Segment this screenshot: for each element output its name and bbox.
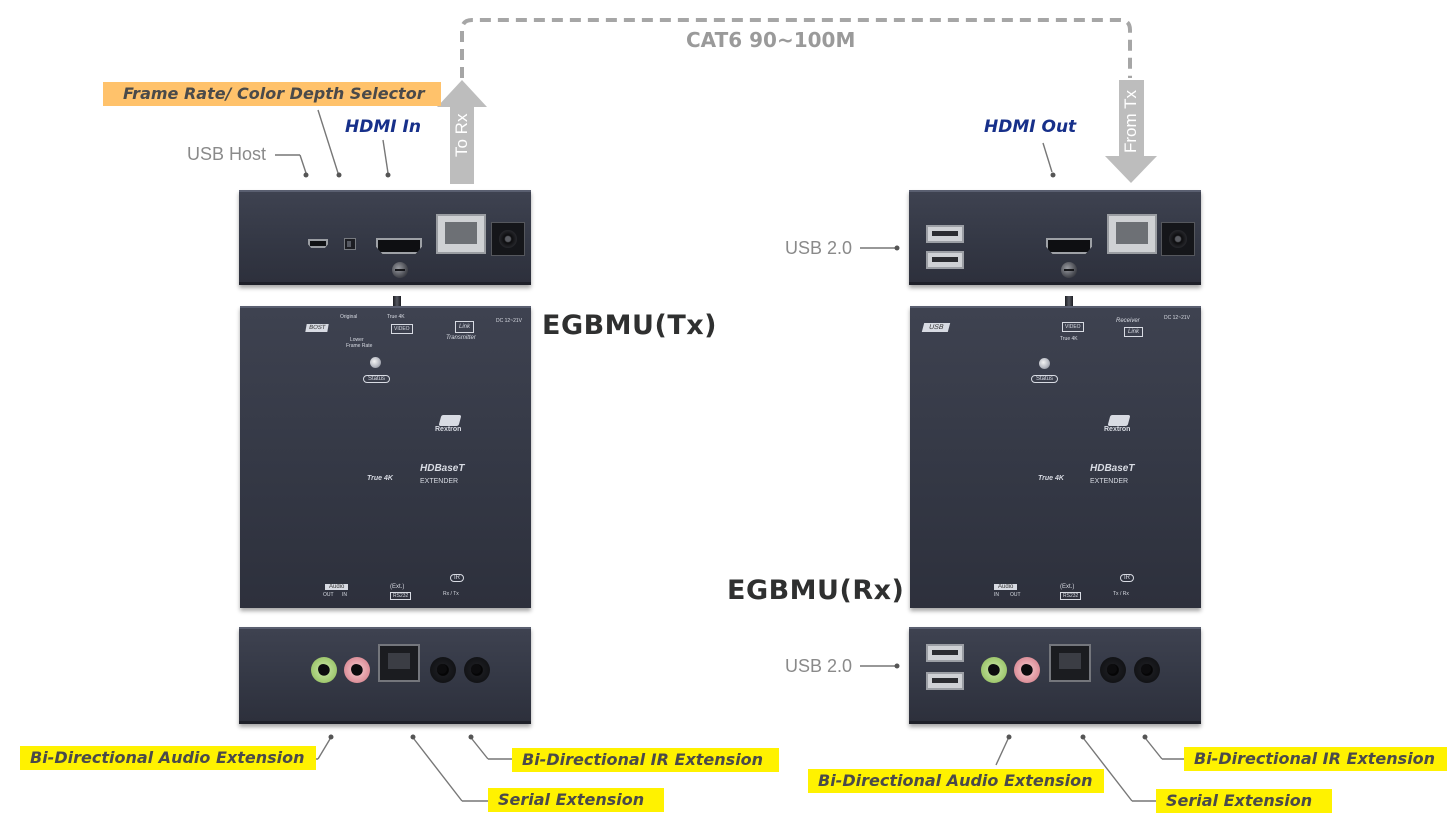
tx-screw-top	[392, 262, 408, 278]
tx-silk-in: IN	[342, 592, 347, 598]
rx-ir-extension-label: Bi-Directional IR Extension	[1184, 747, 1448, 771]
rx-usb-bottom-label: USB 2.0	[785, 656, 853, 676]
tx-dc-jack	[491, 222, 525, 256]
tx-silk-frame-rate: Frame Rate	[346, 343, 373, 349]
tx-silk-ir: IR	[450, 574, 464, 582]
tx-silk-out: OUT	[323, 592, 334, 598]
tx-silk-true4k-logo: True 4K	[367, 475, 393, 482]
rx-status-led	[1039, 358, 1050, 369]
tx-hdmi-in-port	[376, 238, 422, 254]
rx-audio-in-jack	[981, 657, 1007, 683]
rx-silk-in: IN	[994, 592, 999, 598]
tx-silk-transmitter: Transmitter	[446, 335, 476, 341]
tx-silk-lower: Lower	[350, 337, 364, 343]
rx-screw-top	[1061, 262, 1077, 278]
tx-silk-hdbaset: HDBaseT	[420, 463, 465, 474]
rx-silk-ext: (Ext.)	[1060, 584, 1075, 590]
tx-ir-jack-2	[464, 657, 490, 683]
rx-serial-extension-label: Serial Extension	[1156, 789, 1333, 813]
tx-silk-audio: Audio	[325, 584, 349, 590]
rx-silk-audio: Audio	[994, 584, 1018, 590]
tx-top-panel	[239, 190, 531, 285]
rx-silk-brand: Rextron	[1104, 426, 1131, 433]
from-tx-label: From Tx	[1121, 90, 1140, 153]
rx-dc-jack	[1161, 222, 1195, 256]
rx-silk-status: Status	[1031, 375, 1059, 383]
rx-silk-true4k: True 4K	[1060, 336, 1078, 342]
rx-body-panel: USB VIDEO True 4K Receiver Link DC 12~21…	[910, 306, 1201, 608]
rx-silk-usb: USB	[921, 323, 951, 332]
tx-silk-original: Original	[340, 314, 358, 320]
tx-body-panel: BOST Original True 4K Lower Frame Rate V…	[240, 306, 531, 608]
tx-silk-extender: EXTENDER	[420, 478, 459, 485]
tx-ir-jack-1	[430, 657, 456, 683]
tx-model-label: EGBMU(Tx)	[542, 310, 717, 341]
rx-rj45-port	[1107, 214, 1157, 254]
tx-audio-in-jack	[344, 657, 370, 683]
rx-usb-port-3	[926, 644, 964, 662]
rx-ir-jack-1	[1100, 657, 1126, 683]
rx-silk-receiver: Receiver	[1116, 318, 1140, 324]
rx-silk-hdbaset: HDBaseT	[1090, 463, 1135, 474]
tx-status-led	[370, 357, 381, 368]
rx-top-panel	[909, 190, 1201, 285]
tx-serial-port	[378, 644, 420, 682]
rx-silk-dc: DC 12~21V	[1164, 315, 1190, 321]
rx-silk-video: VIDEO	[1062, 322, 1084, 332]
rx-silk-link: Link	[1124, 327, 1144, 337]
to-rx-arrow	[437, 80, 487, 184]
tx-silk-dc: DC 12~21V	[496, 318, 522, 324]
rx-silk-extender: EXTENDER	[1090, 478, 1129, 485]
tx-silk-status: Status	[363, 375, 391, 383]
tx-bottom-panel	[239, 627, 531, 724]
cat6-cable-path	[460, 18, 1132, 78]
tx-silk-video: VIDEO	[391, 324, 413, 334]
rx-serial-port	[1049, 644, 1091, 682]
rx-usb-port-2	[926, 251, 964, 269]
rx-ir-jack-2	[1134, 657, 1160, 683]
tx-brand-logo-mark	[438, 415, 462, 426]
rx-usb-port-1	[926, 225, 964, 243]
rx-post	[1065, 296, 1073, 310]
tx-rj45-port	[436, 214, 486, 254]
rx-hdmi-out-port	[1046, 238, 1092, 254]
rx-audio-out-jack	[1014, 657, 1040, 683]
to-rx-label: To Rx	[452, 113, 471, 157]
tx-silk-true4k: True 4K	[387, 314, 405, 320]
rx-usb-port-4	[926, 672, 964, 690]
tx-frame-rate-switch	[344, 238, 356, 250]
tx-silk-brand: Rextron	[435, 426, 462, 433]
rx-silk-true4k-logo: True 4K	[1038, 475, 1064, 482]
tx-silk-link: Link	[455, 321, 475, 333]
tx-usb-host-port	[308, 239, 328, 248]
tx-frame-rate-selector-label: Frame Rate/ Color Depth Selector	[103, 82, 441, 106]
rx-silk-tx-rx: Tx / Rx	[1113, 591, 1129, 597]
rx-bottom-panel	[909, 627, 1201, 724]
tx-audio-extension-label: Bi-Directional Audio Extension	[20, 746, 317, 770]
tx-silk-rx-tx: Rx / Tx	[443, 591, 459, 597]
cable-label: CAT6 90~100M	[686, 28, 856, 52]
rx-hdmi-out-label: HDMI Out	[984, 117, 1077, 137]
rx-silk-out: OUT	[1010, 592, 1021, 598]
tx-audio-out-jack	[311, 657, 337, 683]
rx-silk-ir: IR	[1120, 574, 1134, 582]
tx-silk-usb: BOST	[305, 324, 330, 332]
rx-usb-top-label: USB 2.0	[785, 238, 853, 258]
tx-hdmi-in-label: HDMI In	[345, 117, 421, 137]
rx-audio-extension-label: Bi-Directional Audio Extension	[808, 769, 1105, 793]
rx-brand-logo-mark	[1107, 415, 1131, 426]
rx-model-label: EGBMU(Rx)	[727, 575, 905, 606]
from-tx-arrow	[1105, 80, 1157, 183]
tx-serial-extension-label: Serial Extension	[488, 788, 665, 812]
tx-usb-host-label: USB Host	[187, 144, 267, 164]
rx-silk-rs232: RS232	[1060, 592, 1082, 600]
tx-ir-extension-label: Bi-Directional IR Extension	[512, 748, 780, 772]
tx-silk-rs232: RS232	[390, 592, 412, 600]
tx-silk-ext: (Ext.)	[390, 584, 405, 590]
tx-post	[393, 296, 401, 310]
